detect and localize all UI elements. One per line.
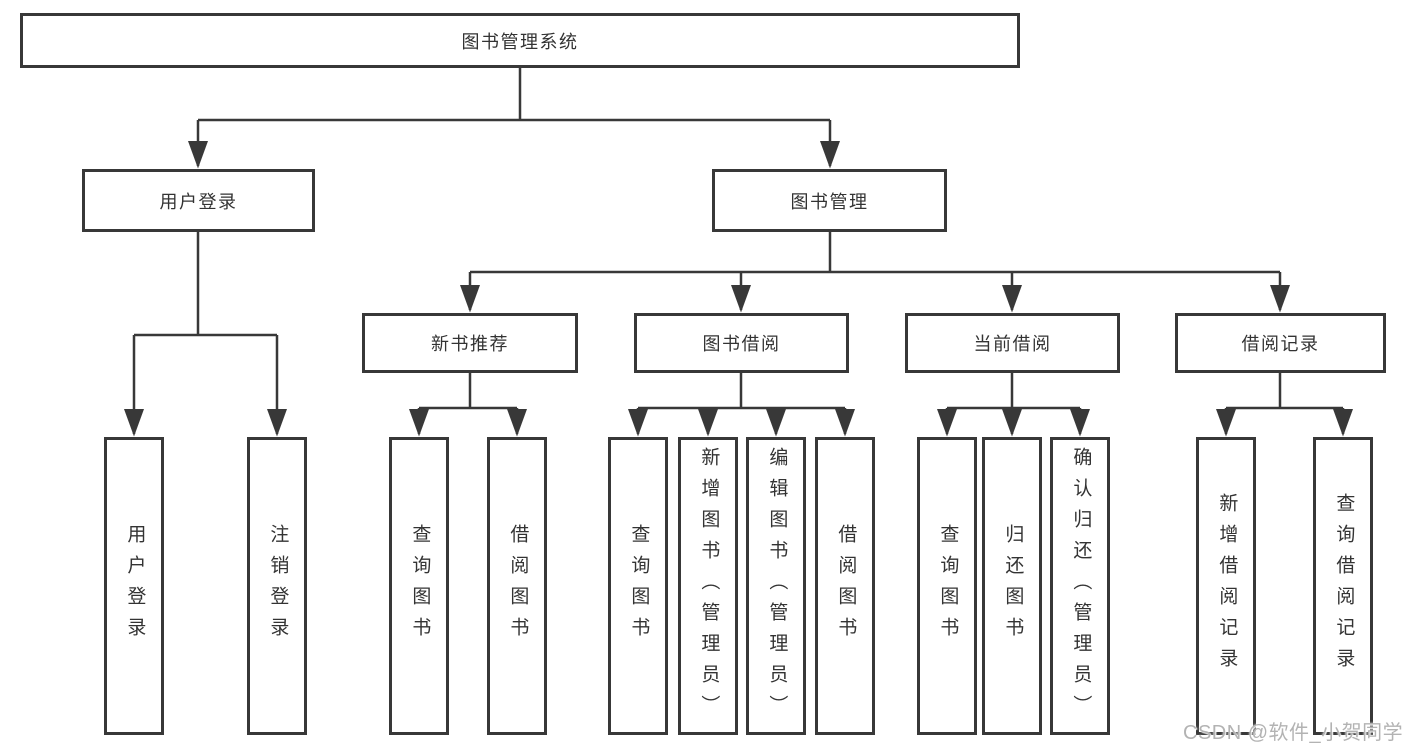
- csdn-watermark: CSDN @软件_小贺同学: [1183, 722, 1404, 744]
- node-label: 归还图书: [1002, 524, 1024, 648]
- wire-book-management-branch: [460, 232, 1290, 313]
- node-user-login: 用户登录: [82, 169, 315, 232]
- node-label: 借阅图书: [507, 524, 529, 648]
- leaf-query-books-current: 查询图书: [917, 437, 977, 735]
- node-label: 查询图书: [937, 524, 959, 648]
- leaf-return-books: 归还图书: [982, 437, 1042, 735]
- leaf-query-books-borrowing: 查询图书: [608, 437, 668, 735]
- node-label: 查询借阅记录: [1333, 493, 1355, 679]
- wire-book-borrowing-section: [628, 373, 855, 437]
- wire-user-login-branch: [124, 232, 287, 437]
- node-book-borrowing: 图书借阅: [634, 313, 849, 373]
- node-label: 新增借阅记录: [1216, 493, 1238, 679]
- node-label: 借阅图书: [835, 524, 857, 648]
- node-new-book-recommendation: 新书推荐: [362, 313, 578, 373]
- leaf-query-books-recommend: 查询图书: [389, 437, 449, 735]
- node-label: 确认归还（管理员）: [1070, 446, 1092, 726]
- leaf-add-borrow-record: 新增借阅记录: [1196, 437, 1256, 735]
- node-borrowing-records: 借阅记录: [1175, 313, 1386, 373]
- node-label: 新增图书（管理员）: [698, 446, 720, 726]
- leaf-confirm-return-admin: 确认归还（管理员）: [1050, 437, 1110, 735]
- node-label: 注销登录: [267, 524, 289, 648]
- node-label: 编辑图书（管理员）: [766, 446, 788, 726]
- node-label: 查询图书: [409, 524, 431, 648]
- node-label: 用户登录: [124, 524, 146, 648]
- wire-new-book-section: [409, 373, 527, 437]
- leaf-user-login: 用户登录: [104, 437, 164, 735]
- leaf-borrow-books-borrowing: 借阅图书: [815, 437, 875, 735]
- leaf-borrow-books-recommend: 借阅图书: [487, 437, 547, 735]
- node-label: 查询图书: [628, 524, 650, 648]
- node-library-system: 图书管理系统: [20, 13, 1020, 68]
- leaf-add-book-admin: 新增图书（管理员）: [678, 437, 738, 735]
- wire-root-to-level2: [188, 68, 840, 169]
- leaf-logout: 注销登录: [247, 437, 307, 735]
- leaf-edit-book-admin: 编辑图书（管理员）: [746, 437, 806, 735]
- wire-borrow-records-section: [1216, 373, 1353, 437]
- wire-current-borrowing-section: [937, 373, 1090, 437]
- node-book-management: 图书管理: [712, 169, 947, 232]
- leaf-query-borrow-record: 查询借阅记录: [1313, 437, 1373, 735]
- node-current-borrowing: 当前借阅: [905, 313, 1120, 373]
